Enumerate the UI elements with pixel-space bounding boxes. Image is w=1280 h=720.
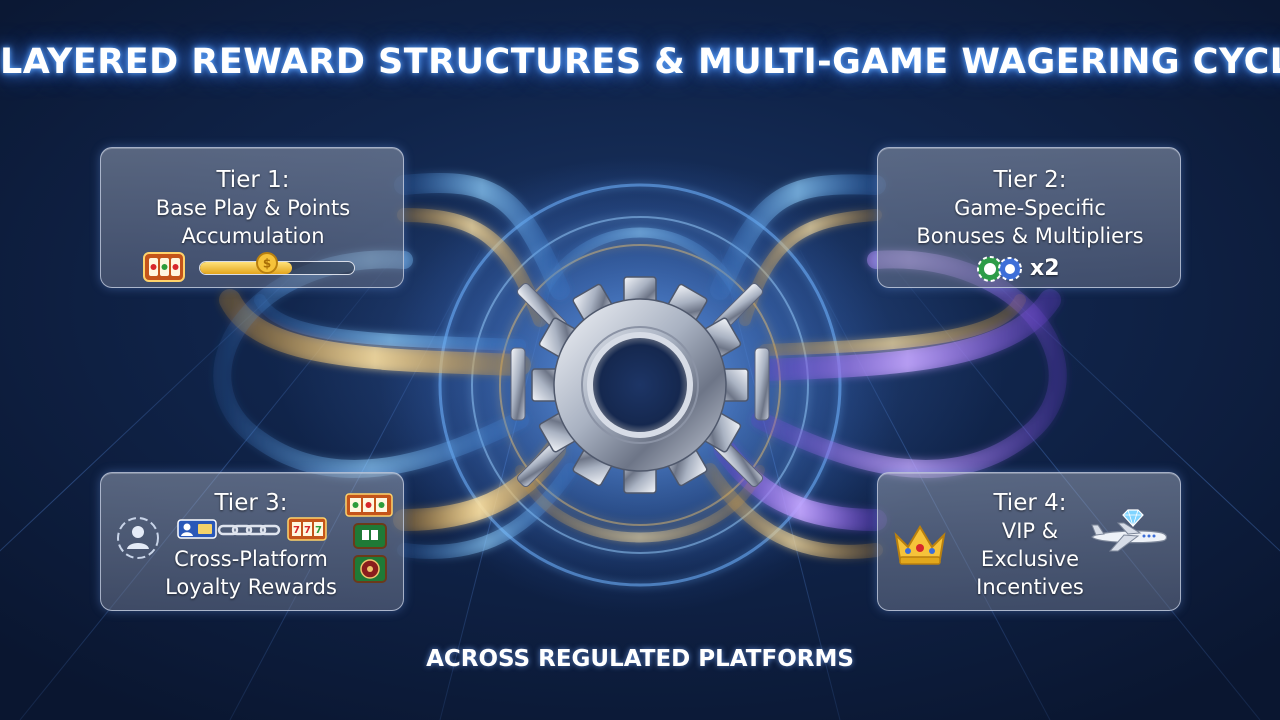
tier-1-line-2: Accumulation	[181, 224, 325, 248]
tier-3-line-2: Loyalty Rewards	[165, 575, 337, 599]
tier-3-card: Tier 3: Cross-Platform Loyalty Rewards	[100, 472, 404, 611]
slot-reels-icon: 7 7 7	[287, 517, 327, 541]
diamond-icon	[1122, 509, 1144, 527]
tier-4-line-2: Exclusive	[980, 547, 1080, 571]
footer-caption: ACROSS REGULATED PLATFORMS	[426, 646, 854, 672]
svg-text:7: 7	[315, 525, 322, 536]
tier-2-heading: Tier 2:	[993, 167, 1067, 193]
svg-text:7: 7	[304, 525, 311, 536]
tier-2-line-2: Bonuses & Multipliers	[916, 224, 1144, 248]
svg-text:$: $	[263, 257, 271, 271]
slot-machine-icon	[143, 252, 185, 282]
tier-2-line-1: Game-Specific	[954, 196, 1106, 220]
poker-chips-icon	[977, 256, 1022, 282]
tier-4-line-1: VIP &	[1001, 519, 1059, 543]
roulette-icon	[353, 555, 387, 583]
svg-text:7: 7	[293, 525, 300, 536]
tier-2-card: Tier 2: Game-Specific Bonuses & Multipli…	[877, 147, 1181, 288]
private-jet-icon	[1091, 522, 1168, 552]
page-title: LAYERED REWARD STRUCTURES & MULTI-GAME W…	[0, 42, 1280, 82]
tier-1-heading: Tier 1:	[216, 167, 290, 193]
tier-3-heading: Tier 3:	[214, 490, 288, 516]
user-card-icon	[177, 519, 217, 539]
tier-1-card: Tier 1: Base Play & Points Accumulation …	[100, 147, 404, 288]
coin-icon: $	[256, 252, 278, 274]
multiplier-label: x2	[1030, 256, 1060, 281]
tier-4-heading: Tier 4:	[993, 490, 1067, 516]
tier-4-card: Tier 4: VIP & Exclusive Incentives	[877, 472, 1181, 611]
tier-3-line-1: Cross-Platform	[174, 547, 328, 571]
user-network-icon	[117, 517, 159, 559]
crown-icon	[894, 525, 946, 565]
chain-link-icon	[217, 524, 281, 536]
gear-icon	[531, 276, 749, 494]
tier-4-line-3: Incentives	[976, 575, 1084, 599]
card-table-icon	[353, 523, 387, 549]
tier-1-line-1: Base Play & Points	[155, 196, 351, 220]
slot-reels-icon	[345, 493, 393, 517]
